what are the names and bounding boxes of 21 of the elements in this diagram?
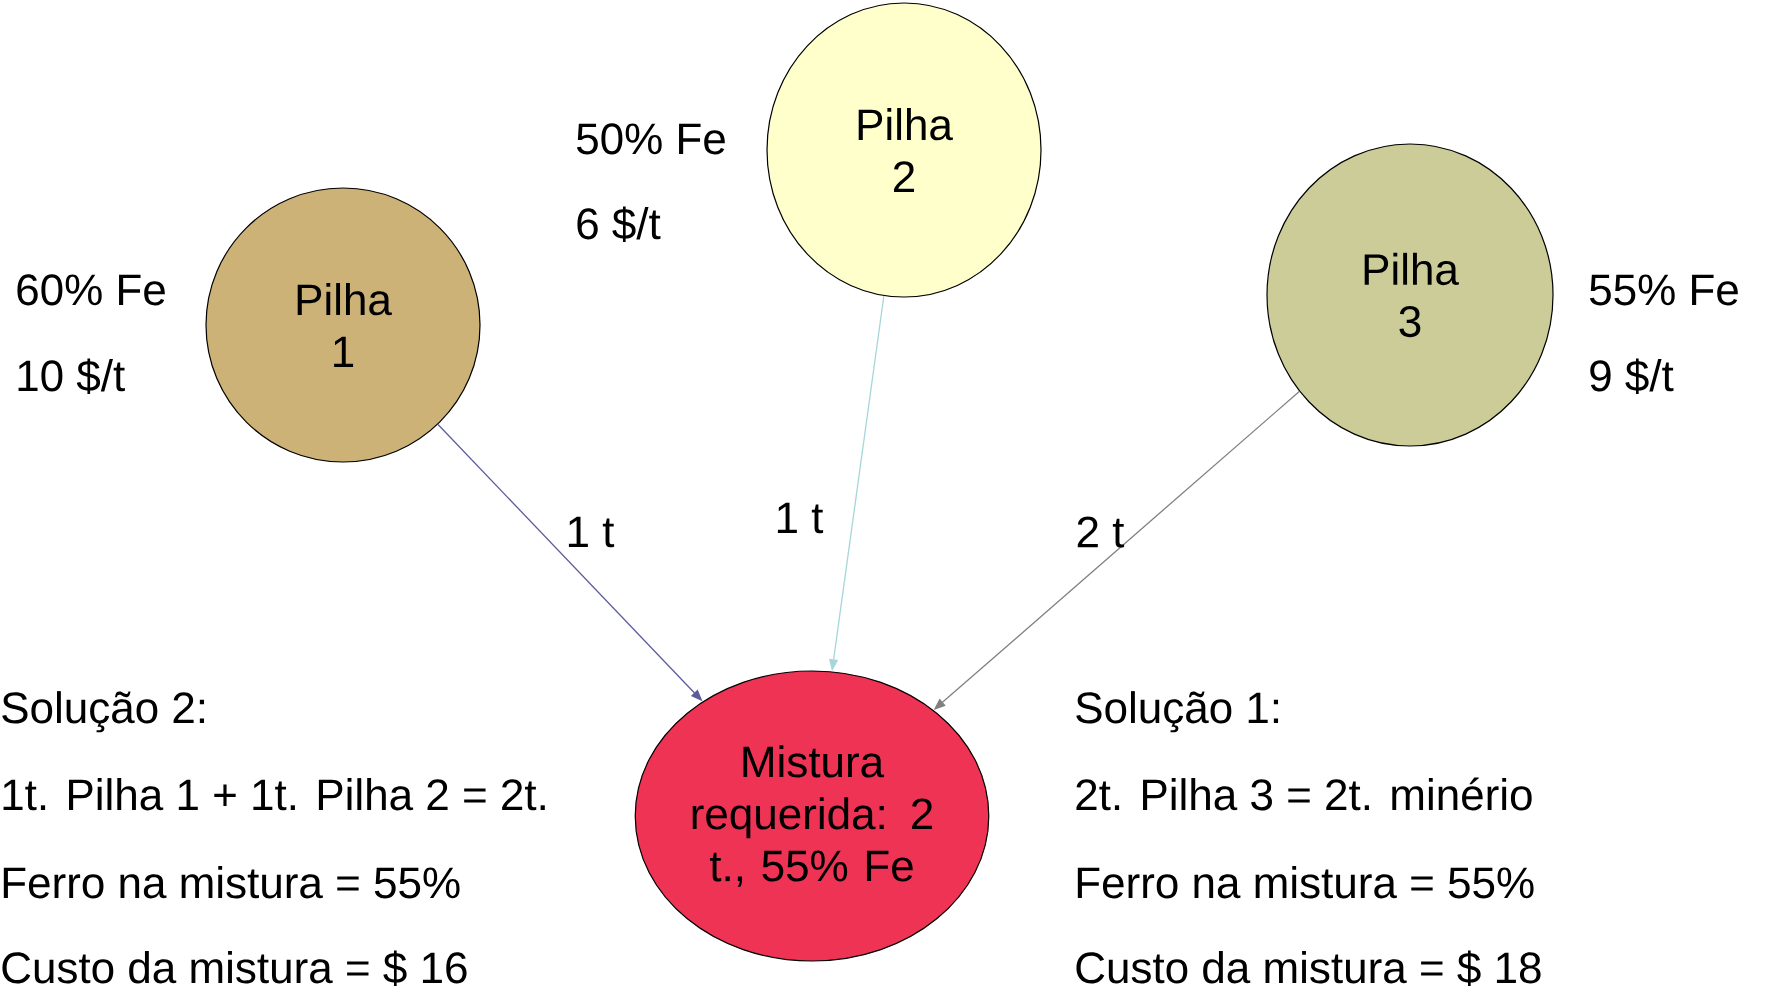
note-text: 2t. Pilha 3 = 2t. minério (1076, 777, 1532, 811)
node-annotation: 55% Fe (1590, 274, 1738, 306)
circle-node: Mistura requerida: 2 t., 55% Fe (634, 670, 990, 962)
note-text: 1t. Pilha 1 + 1t. Pilha 2 = 2t. (3, 778, 545, 811)
circle-node: Pilha 1 (205, 187, 481, 463)
circle-node: Pilha 2 (766, 2, 1042, 298)
node-annotation: 6 $/t (577, 206, 661, 243)
note-text: Custo da mistura = $ 18 (1076, 950, 1541, 987)
edge-label: 1 t (568, 516, 615, 548)
note-text: Solução 2: (2, 691, 205, 733)
note-text: Ferro na mistura = 55% (1077, 866, 1534, 899)
edge-label: 2 t (1077, 516, 1125, 548)
note-text: Custo da mistura = $ 16 (2, 950, 467, 987)
node-annotation: 50% Fe (576, 123, 725, 155)
circle-node: Pilha 3 (1266, 143, 1554, 447)
node-annotation: 9 $/t (1590, 358, 1674, 395)
note-text: Ferro na mistura = 55% (3, 866, 460, 899)
note-text: Solução 1: (1076, 691, 1279, 733)
node-annotation: 60% Fe (17, 274, 165, 306)
edge-label: 1 t (777, 502, 824, 534)
node-annotation: 10 $/t (18, 358, 125, 395)
